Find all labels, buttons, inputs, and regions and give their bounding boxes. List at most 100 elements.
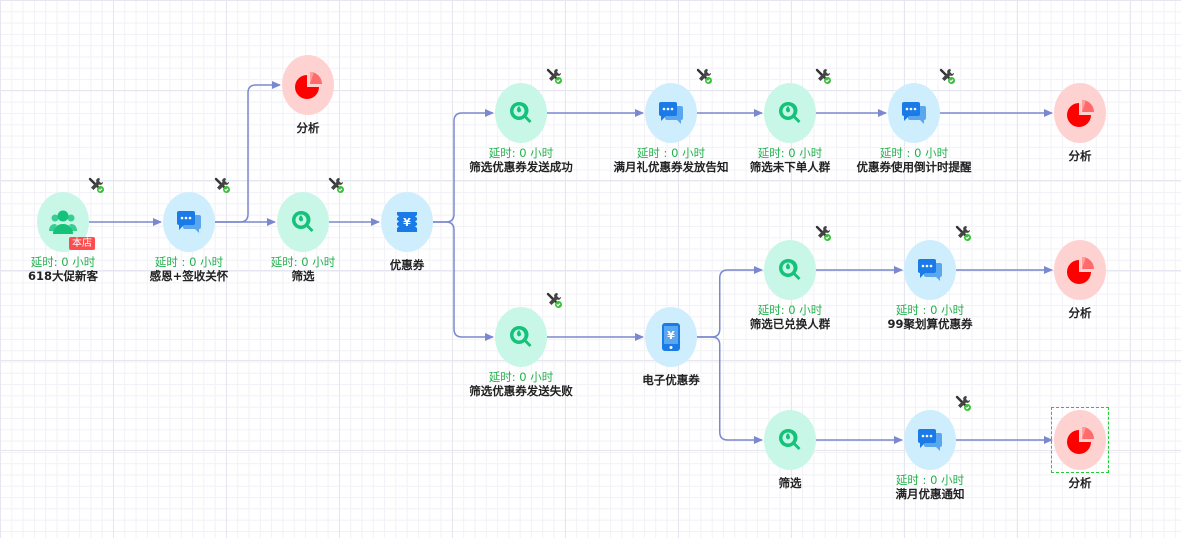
flow-node-message[interactable]: 延时 : 0 小时优惠券使用倒计时提醒 bbox=[844, 68, 984, 174]
node-title: 感恩+签收关怀 bbox=[149, 269, 229, 283]
filter-search-icon bbox=[507, 99, 535, 127]
node-bubble[interactable] bbox=[277, 177, 344, 252]
filter-search-icon bbox=[776, 256, 804, 284]
filter-search-icon bbox=[776, 426, 804, 454]
chat-icon bbox=[657, 100, 685, 126]
node-title: 分析 bbox=[296, 121, 320, 135]
node-bubble[interactable] bbox=[1051, 407, 1109, 473]
node-settings-icon[interactable] bbox=[814, 67, 832, 85]
node-delay-label: 延时 : 0 小时 bbox=[879, 146, 949, 160]
flow-node-coupon[interactable]: ¥ 优惠券 bbox=[337, 192, 477, 272]
flow-node-filter[interactable]: 延时: 0 小时筛选优惠券发送失败 bbox=[451, 292, 591, 398]
flow-node-filter[interactable]: 筛选 bbox=[720, 410, 860, 490]
node-delay-label: 延时: 0 小时 bbox=[488, 146, 554, 160]
node-bubble[interactable] bbox=[163, 177, 230, 252]
node-delay-label: 延时: 0 小时 bbox=[30, 255, 96, 269]
node-settings-icon[interactable] bbox=[814, 224, 832, 242]
flow-node-message[interactable]: 延时 : 0 小时满月优惠通知 bbox=[860, 395, 1000, 501]
node-settings-icon[interactable] bbox=[695, 67, 713, 85]
node-settings-icon[interactable] bbox=[545, 291, 563, 309]
flow-node-analysis[interactable]: 分析 bbox=[238, 55, 378, 135]
connector-n5-n11[interactable] bbox=[433, 221, 494, 341]
node-title: 分析 bbox=[1068, 306, 1092, 320]
flow-node-message[interactable]: 延时 : 0 小时满月礼优惠券发放告知 bbox=[601, 68, 741, 174]
node-delay-label: 延时: 0 小时 bbox=[757, 303, 823, 317]
chat-icon bbox=[916, 427, 944, 453]
node-bubble[interactable] bbox=[904, 225, 971, 300]
node-title: 筛选优惠券发送成功 bbox=[469, 160, 573, 174]
flow-node-analysis[interactable]: 分析 bbox=[1010, 83, 1150, 163]
node-bubble[interactable] bbox=[764, 68, 831, 143]
pie-chart-icon bbox=[1064, 424, 1096, 456]
selection-frame bbox=[1051, 407, 1109, 473]
node-title: 99聚划算优惠券 bbox=[887, 317, 973, 331]
node-title: 满月礼优惠券发放告知 bbox=[613, 160, 729, 174]
node-bubble[interactable] bbox=[904, 395, 971, 470]
flow-node-filter[interactable]: 延时: 0 小时筛选优惠券发送成功 bbox=[451, 68, 591, 174]
node-settings-icon[interactable] bbox=[213, 176, 231, 194]
node-settings-icon[interactable] bbox=[938, 67, 956, 85]
pie-chart-icon bbox=[1064, 254, 1096, 286]
flow-node-analysis[interactable]: 分析 bbox=[1010, 407, 1150, 490]
connector-n12-n16[interactable] bbox=[697, 336, 763, 444]
node-delay-label: 延时 : 0 小时 bbox=[895, 473, 965, 487]
node-settings-icon[interactable] bbox=[954, 394, 972, 412]
node-bubble[interactable] bbox=[764, 225, 831, 300]
connector-n12-n13[interactable] bbox=[697, 266, 763, 338]
node-settings-icon[interactable] bbox=[545, 67, 563, 85]
node-bubble[interactable] bbox=[1054, 83, 1106, 143]
node-title: 分析 bbox=[1068, 149, 1092, 163]
node-delay-label: 延时 : 0 小时 bbox=[154, 255, 224, 269]
pie-chart-icon bbox=[292, 69, 324, 101]
node-delay-label: 延时: 0 小时 bbox=[757, 146, 823, 160]
flow-node-filter[interactable]: 延时: 0 小时筛选未下单人群 bbox=[720, 68, 860, 174]
node-title: 电子优惠券 bbox=[642, 373, 700, 387]
chat-icon bbox=[916, 257, 944, 283]
node-title: 筛选优惠券发送失败 bbox=[469, 384, 573, 398]
flow-node-message[interactable]: 延时 : 0 小时感恩+签收关怀 bbox=[119, 177, 259, 283]
node-title: 筛选已兑换人群 bbox=[749, 317, 831, 331]
mobile-coupon-icon: ¥ bbox=[660, 322, 682, 352]
node-delay-label: 延时 : 0 小时 bbox=[895, 303, 965, 317]
node-title: 优惠券 bbox=[389, 258, 425, 272]
svg-text:¥: ¥ bbox=[403, 216, 411, 229]
node-title: 筛选 bbox=[778, 476, 802, 490]
node-delay-label: 延时: 0 小时 bbox=[270, 255, 336, 269]
node-bubble[interactable]: ¥ bbox=[381, 192, 433, 252]
flow-node-ecoupon[interactable]: ¥ 电子优惠券 bbox=[601, 307, 741, 387]
node-delay-label: 延时 : 0 小时 bbox=[636, 146, 706, 160]
node-title: 优惠券使用倒计时提醒 bbox=[856, 160, 972, 174]
node-bubble[interactable] bbox=[645, 68, 712, 143]
flow-node-filter[interactable]: 延时: 0 小时筛选 bbox=[233, 177, 373, 283]
node-bubble[interactable] bbox=[764, 410, 816, 470]
coupon-icon: ¥ bbox=[394, 209, 420, 235]
node-bubble[interactable] bbox=[1054, 240, 1106, 300]
chat-icon bbox=[900, 100, 928, 126]
chat-icon bbox=[175, 209, 203, 235]
filter-search-icon bbox=[507, 323, 535, 351]
people-icon bbox=[48, 207, 78, 237]
node-bubble[interactable] bbox=[888, 68, 955, 143]
node-bubble[interactable] bbox=[282, 55, 334, 115]
flow-node-analysis[interactable]: 分析 bbox=[1010, 240, 1150, 320]
node-settings-icon[interactable] bbox=[954, 224, 972, 242]
pie-chart-icon bbox=[1064, 97, 1096, 129]
node-delay-label: 延时: 0 小时 bbox=[488, 370, 554, 384]
flow-node-filter[interactable]: 延时: 0 小时筛选已兑换人群 bbox=[720, 225, 860, 331]
filter-search-icon bbox=[776, 99, 804, 127]
node-bubble[interactable]: 本店 bbox=[37, 177, 104, 252]
node-title: 筛选未下单人群 bbox=[749, 160, 831, 174]
svg-text:¥: ¥ bbox=[667, 329, 675, 342]
node-title: 618大促新客 bbox=[27, 269, 98, 283]
node-settings-icon[interactable] bbox=[87, 176, 105, 194]
node-bubble[interactable] bbox=[495, 68, 562, 143]
connector-n5-n6[interactable] bbox=[433, 109, 494, 223]
node-bubble[interactable] bbox=[495, 292, 562, 367]
node-bubble[interactable]: ¥ bbox=[645, 307, 697, 367]
node-title: 筛选 bbox=[291, 269, 315, 283]
node-settings-icon[interactable] bbox=[327, 176, 345, 194]
